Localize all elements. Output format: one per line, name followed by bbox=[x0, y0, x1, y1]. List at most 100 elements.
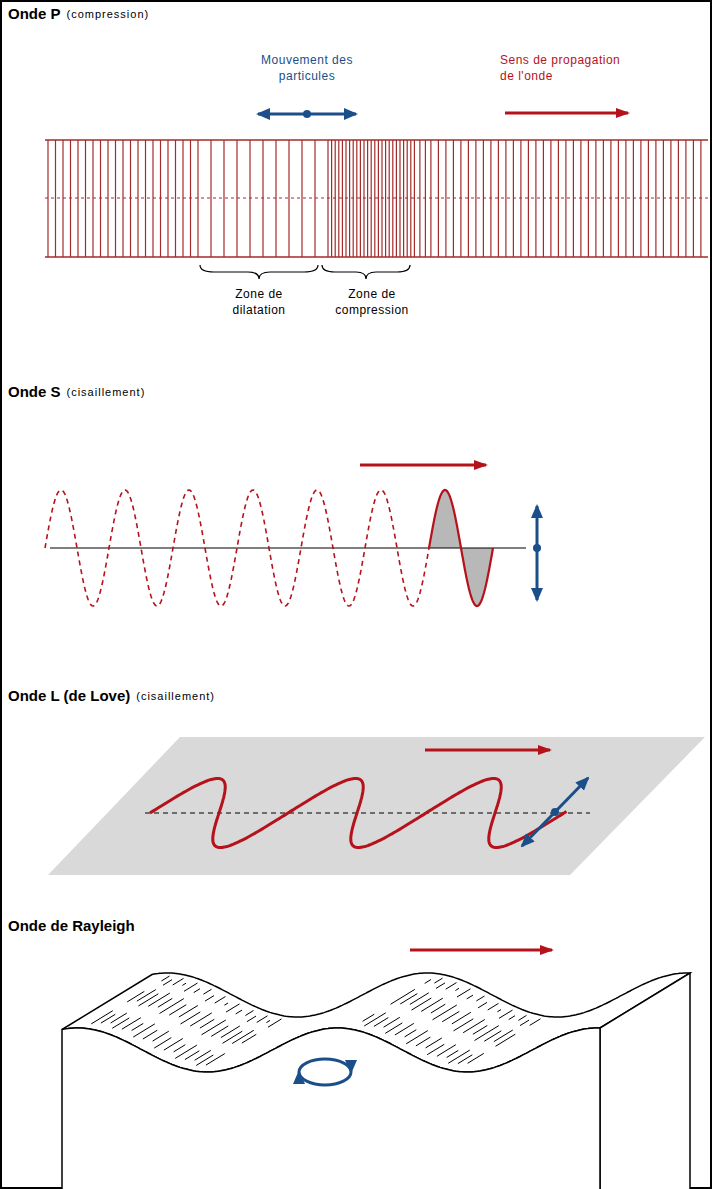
hatch-stroke bbox=[226, 1004, 240, 1012]
compression-line bbox=[349, 140, 350, 257]
hatch-stroke bbox=[143, 1030, 157, 1039]
hatch-stroke bbox=[257, 1016, 268, 1023]
hatch-stroke bbox=[223, 1031, 243, 1043]
particle-dot bbox=[551, 808, 559, 816]
compression-line bbox=[685, 140, 686, 257]
hatch-stroke bbox=[232, 1030, 254, 1043]
elliptical-motion-arrow bbox=[299, 1072, 351, 1085]
propagation-arrow bbox=[410, 949, 552, 952]
compression-line bbox=[301, 140, 302, 257]
propagation-arrow bbox=[425, 749, 550, 752]
shear-wave-dashed bbox=[45, 490, 429, 606]
hatch-stroke bbox=[497, 1010, 501, 1012]
section-heading: Onde S bbox=[8, 382, 61, 402]
hatch-stroke bbox=[494, 1030, 513, 1042]
hatch-stroke bbox=[463, 1020, 485, 1033]
hatch-stroke bbox=[363, 1014, 375, 1021]
hatch-stroke bbox=[499, 1010, 513, 1018]
hatch-stroke bbox=[442, 1011, 459, 1021]
brace bbox=[200, 265, 318, 279]
compression-line bbox=[595, 140, 596, 257]
hatch-stroke bbox=[457, 989, 471, 997]
baseline bbox=[50, 547, 526, 548]
hatch-stroke bbox=[406, 1031, 428, 1044]
medium-edge bbox=[45, 139, 708, 141]
hatch-stroke bbox=[437, 1045, 456, 1057]
compression-line bbox=[565, 140, 566, 257]
hatch-stroke bbox=[133, 1024, 155, 1037]
hatch-stroke bbox=[530, 1019, 541, 1026]
hatch-stroke bbox=[468, 1053, 484, 1063]
compression-lines bbox=[48, 140, 701, 257]
hatch-stroke bbox=[221, 1026, 240, 1038]
hatch-stroke bbox=[410, 993, 429, 1005]
hatch-stroke bbox=[174, 1045, 186, 1052]
hatch-stroke bbox=[425, 980, 431, 984]
love-wave bbox=[150, 778, 567, 847]
compression-line bbox=[145, 140, 146, 257]
hatch-stroke bbox=[173, 978, 184, 985]
hatch-stroke bbox=[161, 976, 169, 981]
compression-line bbox=[288, 140, 289, 257]
hatch-stroke bbox=[242, 1034, 256, 1043]
ground-front bbox=[62, 1028, 600, 1189]
section-subtitle: (cisaillement) bbox=[67, 385, 146, 400]
ground-side bbox=[600, 973, 690, 1189]
hatch-stroke bbox=[111, 1013, 127, 1023]
hatch-stroke bbox=[205, 996, 214, 1002]
hatch-stroke bbox=[475, 1026, 499, 1041]
compression-line bbox=[655, 140, 656, 257]
hatch-stroke bbox=[182, 983, 186, 985]
hatch-stroke bbox=[488, 1003, 499, 1010]
hatch-stroke bbox=[132, 1023, 144, 1030]
compression-line bbox=[367, 140, 368, 257]
hatch-stroke bbox=[175, 1045, 197, 1058]
hatch-stroke bbox=[196, 1055, 213, 1066]
hatch-stroke bbox=[467, 995, 473, 999]
compression-line bbox=[475, 140, 476, 257]
hatch-stroke bbox=[127, 991, 144, 1002]
hatch-stroke bbox=[496, 1034, 516, 1046]
hatch-stroke bbox=[447, 1050, 459, 1057]
hatch-stroke bbox=[431, 1004, 445, 1013]
compression-line bbox=[55, 140, 56, 257]
compression-line bbox=[85, 140, 86, 257]
hatch-stroke bbox=[473, 1026, 487, 1035]
hatch-stroke bbox=[215, 997, 226, 1004]
hatch-stroke bbox=[405, 1030, 417, 1037]
hatch-stroke bbox=[426, 1038, 442, 1048]
section-heading: Onde L (de Love) bbox=[8, 686, 130, 706]
compression-line bbox=[445, 140, 446, 257]
hatch-stroke bbox=[455, 988, 459, 990]
hatch-stroke bbox=[122, 1018, 141, 1029]
hatch-stroke bbox=[137, 990, 156, 1002]
hatch-stroke bbox=[412, 998, 432, 1010]
propagation-arrow bbox=[505, 112, 628, 115]
compression-line bbox=[175, 140, 176, 257]
section-subtitle: (cisaillement) bbox=[136, 689, 215, 704]
axis-line bbox=[145, 812, 590, 813]
hatch-stroke bbox=[158, 998, 172, 1007]
hatch-stroke bbox=[400, 994, 417, 1004]
surface-plane bbox=[48, 737, 705, 875]
hatch-stroke bbox=[434, 978, 442, 983]
hatch-stroke bbox=[518, 1015, 526, 1020]
compression-line bbox=[403, 140, 404, 257]
hatch-stroke bbox=[478, 1002, 487, 1008]
shear-wave bbox=[429, 490, 493, 606]
hatch-stroke bbox=[436, 983, 445, 989]
particle-motion-arrow bbox=[536, 506, 539, 600]
elliptical-motion-arrow bbox=[299, 1059, 351, 1072]
hatch-stroke bbox=[203, 989, 211, 994]
hatch-stroke bbox=[224, 1003, 228, 1005]
hatch-stroke bbox=[364, 1013, 386, 1026]
compression-line bbox=[625, 140, 626, 257]
zone-label: Zone de compression bbox=[324, 286, 420, 318]
hatch-stroke bbox=[148, 993, 170, 1006]
motion-label: Mouvement des particules bbox=[240, 52, 374, 84]
hatch-stroke bbox=[206, 1054, 225, 1066]
particle-dot bbox=[533, 544, 541, 552]
